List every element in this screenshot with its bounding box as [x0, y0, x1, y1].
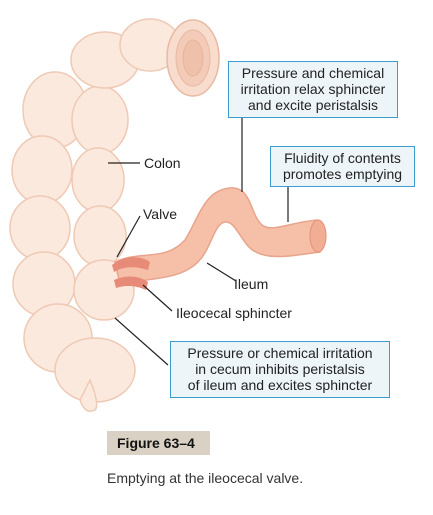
- callout-relax-sphincter: Pressure and chemical irritation relax s…: [228, 61, 398, 118]
- callout-line: and excite peristalsis: [248, 97, 378, 113]
- colon-label: Colon: [144, 155, 181, 171]
- callout-cecum-irritation: Pressure or chemical irritation in cecum…: [170, 341, 390, 398]
- ileum-label: Ileum: [234, 276, 269, 292]
- ileum-illustration: [114, 187, 327, 285]
- bottom-callout-leader: [114, 317, 169, 366]
- callout-line: in cecum inhibits peristalsis: [195, 361, 365, 377]
- ileum-leader: [206, 262, 237, 282]
- callout-line: Pressure and chemical: [241, 65, 385, 81]
- callout-line: irritation relax sphincter: [240, 81, 386, 97]
- leader-lines: [108, 118, 289, 366]
- ileocecal-sphincter-illustration: [112, 257, 150, 290]
- ileocecal-sphincter-label: Ileocecal sphincter: [176, 305, 292, 321]
- callout-line: Pressure or chemical irritation: [187, 345, 373, 361]
- valve-leader: [116, 215, 141, 258]
- valve-label: Valve: [143, 206, 177, 222]
- callout-line: of ileum and excites sphincter: [187, 377, 373, 393]
- figure-caption: Emptying at the ileocecal valve.: [107, 470, 304, 486]
- callout-fluidity: Fluidity of contents promotes emptying: [270, 146, 415, 187]
- figure-number: Figure 63–4: [107, 431, 210, 455]
- callout-line: promotes emptying: [282, 166, 403, 182]
- sphincter-leader: [142, 284, 173, 312]
- callout-line: Fluidity of contents: [284, 150, 401, 166]
